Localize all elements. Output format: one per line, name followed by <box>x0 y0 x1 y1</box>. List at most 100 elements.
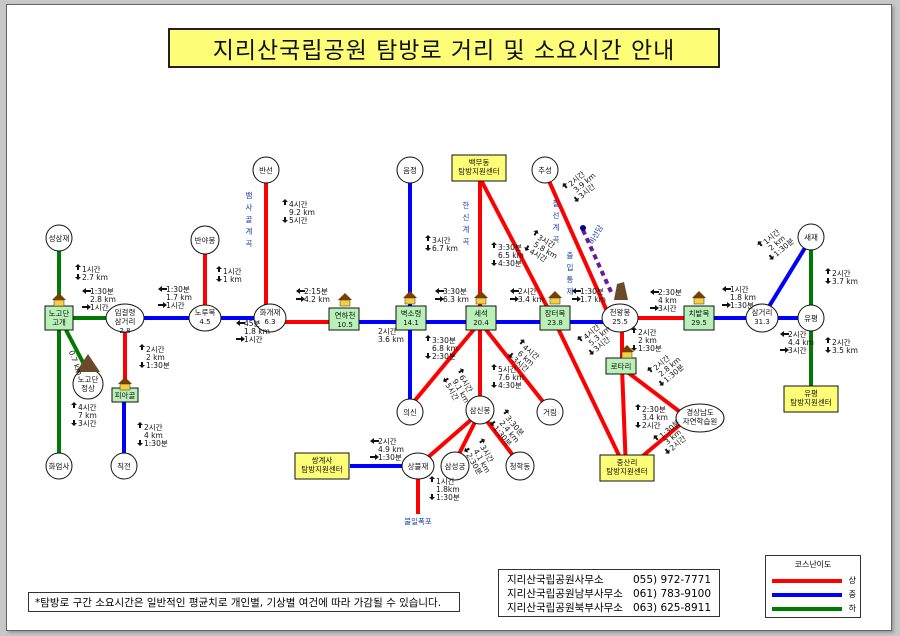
segment-text: 4시간 <box>78 402 97 412</box>
direction-arrow-icon <box>139 344 145 368</box>
segment-text: 2 km <box>638 336 657 345</box>
segment-text: 4시간 <box>289 199 308 209</box>
node-label-saejae: 새재 <box>804 233 818 242</box>
segment-text: 1시간 <box>90 302 109 312</box>
trail-seseok-georim <box>478 320 550 410</box>
node-hwagae[interactable] <box>253 303 287 333</box>
node-yupyeong[interactable] <box>797 304 825 332</box>
segment-text: 2시간 <box>642 420 661 430</box>
node-samgeori[interactable] <box>745 303 779 333</box>
direction-arrow-icon <box>296 288 305 302</box>
node-saejae[interactable] <box>797 223 825 251</box>
node-jikjeon[interactable] <box>110 452 138 480</box>
shelter-byeoksoryeong[interactable] <box>395 305 427 331</box>
legend-item-medium: 중 <box>772 590 856 600</box>
node-distance-noru: 4.5 <box>199 318 210 326</box>
segment-text: 45분 <box>244 319 261 328</box>
direction-arrow-icon <box>71 402 77 426</box>
valley-char: 한 <box>463 201 470 210</box>
shelter-yeonhacheon[interactable] <box>328 307 360 331</box>
node-sangbuljae[interactable] <box>401 452 435 480</box>
office-phone[interactable]: 061) 783-9100 <box>632 588 711 600</box>
node-hwaeomsa[interactable] <box>45 452 73 480</box>
shelter-jangteomok[interactable] <box>539 305 571 331</box>
node-label-cheonghakdong: 청학동 <box>510 461 531 471</box>
page-title: 지리산국립공원 탐방로 거리 및 소요시간 안내 <box>168 28 720 68</box>
segment-text: 3:30분 <box>498 243 522 252</box>
shelter-seseok[interactable] <box>465 305 497 331</box>
node-georim[interactable] <box>536 398 564 426</box>
trail-rotary-jungsanri <box>620 367 628 471</box>
node-distance-hwagae: 6.3 <box>264 318 275 326</box>
shelter-chibatmok[interactable] <box>683 305 715 331</box>
node-gyeongsang[interactable] <box>675 403 725 433</box>
node-label-ssangye: 탐방지원센터 <box>301 464 342 474</box>
node-samsinbong[interactable] <box>465 395 495 425</box>
footnote: *탐방로 구간 소요시간은 일반적인 평균치로 개인별, 기상별 여건에 따라 … <box>28 592 460 612</box>
node-label-imgeoljeong: 삼거리 <box>115 316 136 326</box>
node-label-noru: 노루목 <box>195 308 216 317</box>
segment-text: 6.7 km <box>432 244 458 253</box>
direction-arrow-icon <box>635 404 641 428</box>
node-cheonwangbong[interactable] <box>601 303 639 333</box>
node-imgeoljeong[interactable] <box>105 303 145 333</box>
node-label-seongsamjae: 성삼재 <box>49 233 70 243</box>
shelter-rotary[interactable] <box>605 357 637 375</box>
node-bansun[interactable] <box>252 156 280 184</box>
hut-icon <box>338 293 352 307</box>
node-chusung[interactable] <box>531 156 559 184</box>
segment-text: 2시간 <box>832 268 851 278</box>
node-banyabong[interactable] <box>190 225 220 255</box>
valley-char: 곡 <box>553 235 560 244</box>
node-samseonggung[interactable] <box>440 451 470 481</box>
segment-text: 6.3 km <box>443 295 469 304</box>
segment-text: 3시간 <box>658 303 677 313</box>
center-baekmudong[interactable] <box>451 154 507 182</box>
direction-arrow-icon <box>429 476 435 500</box>
hut-icon <box>474 291 488 305</box>
segment-text: 1:30분 <box>146 361 170 370</box>
segment-text: 1:30분 <box>730 301 754 310</box>
node-distance-byeoksoryeong: 14.1 <box>403 319 419 327</box>
legend-swatch-hard <box>772 579 842 583</box>
segment-text: 1 km <box>223 275 242 284</box>
node-distance-imgeoljeong: 2.8 <box>119 327 130 335</box>
direction-arrow-icon <box>510 288 519 302</box>
direction-arrow-icon <box>825 268 831 284</box>
node-cheonghakdong[interactable] <box>505 451 535 481</box>
office-phone[interactable]: 055) 972-7771 <box>632 574 711 586</box>
node-eumjeong[interactable] <box>396 156 424 184</box>
segment-text: 4 km <box>658 296 677 305</box>
legend-label: 중 <box>848 590 856 599</box>
node-label-cheonwangbong: 천왕봉 <box>610 307 631 317</box>
valley-char: 통 <box>567 275 574 284</box>
office-phone[interactable]: 063) 625-8911 <box>632 602 711 614</box>
node-label-seseok: 세석 <box>474 308 488 318</box>
segment-text: 1시간 <box>82 264 101 274</box>
direction-arrow-icon <box>825 337 831 353</box>
node-label-rotary: 로타리 <box>611 362 632 371</box>
segment-text: 3시간 <box>788 345 807 355</box>
node-noru[interactable] <box>188 304 222 332</box>
segment-text: 3.4 km <box>518 295 544 304</box>
legend-label: 하 <box>848 604 856 613</box>
hut-icon <box>403 291 417 305</box>
trail-rotary-gyeongsang <box>620 366 690 420</box>
shelter-nogodan[interactable] <box>44 305 74 331</box>
center-yupyeong[interactable] <box>783 385 839 413</box>
node-seongsamjae[interactable] <box>45 224 73 252</box>
center-ssangye[interactable] <box>294 452 350 480</box>
node-label-banyabong: 반야봉 <box>195 235 216 245</box>
node-uisin[interactable] <box>396 398 424 426</box>
node-label-hwagae: 화개재 <box>260 307 281 317</box>
center-jungsanri[interactable] <box>599 454 655 482</box>
